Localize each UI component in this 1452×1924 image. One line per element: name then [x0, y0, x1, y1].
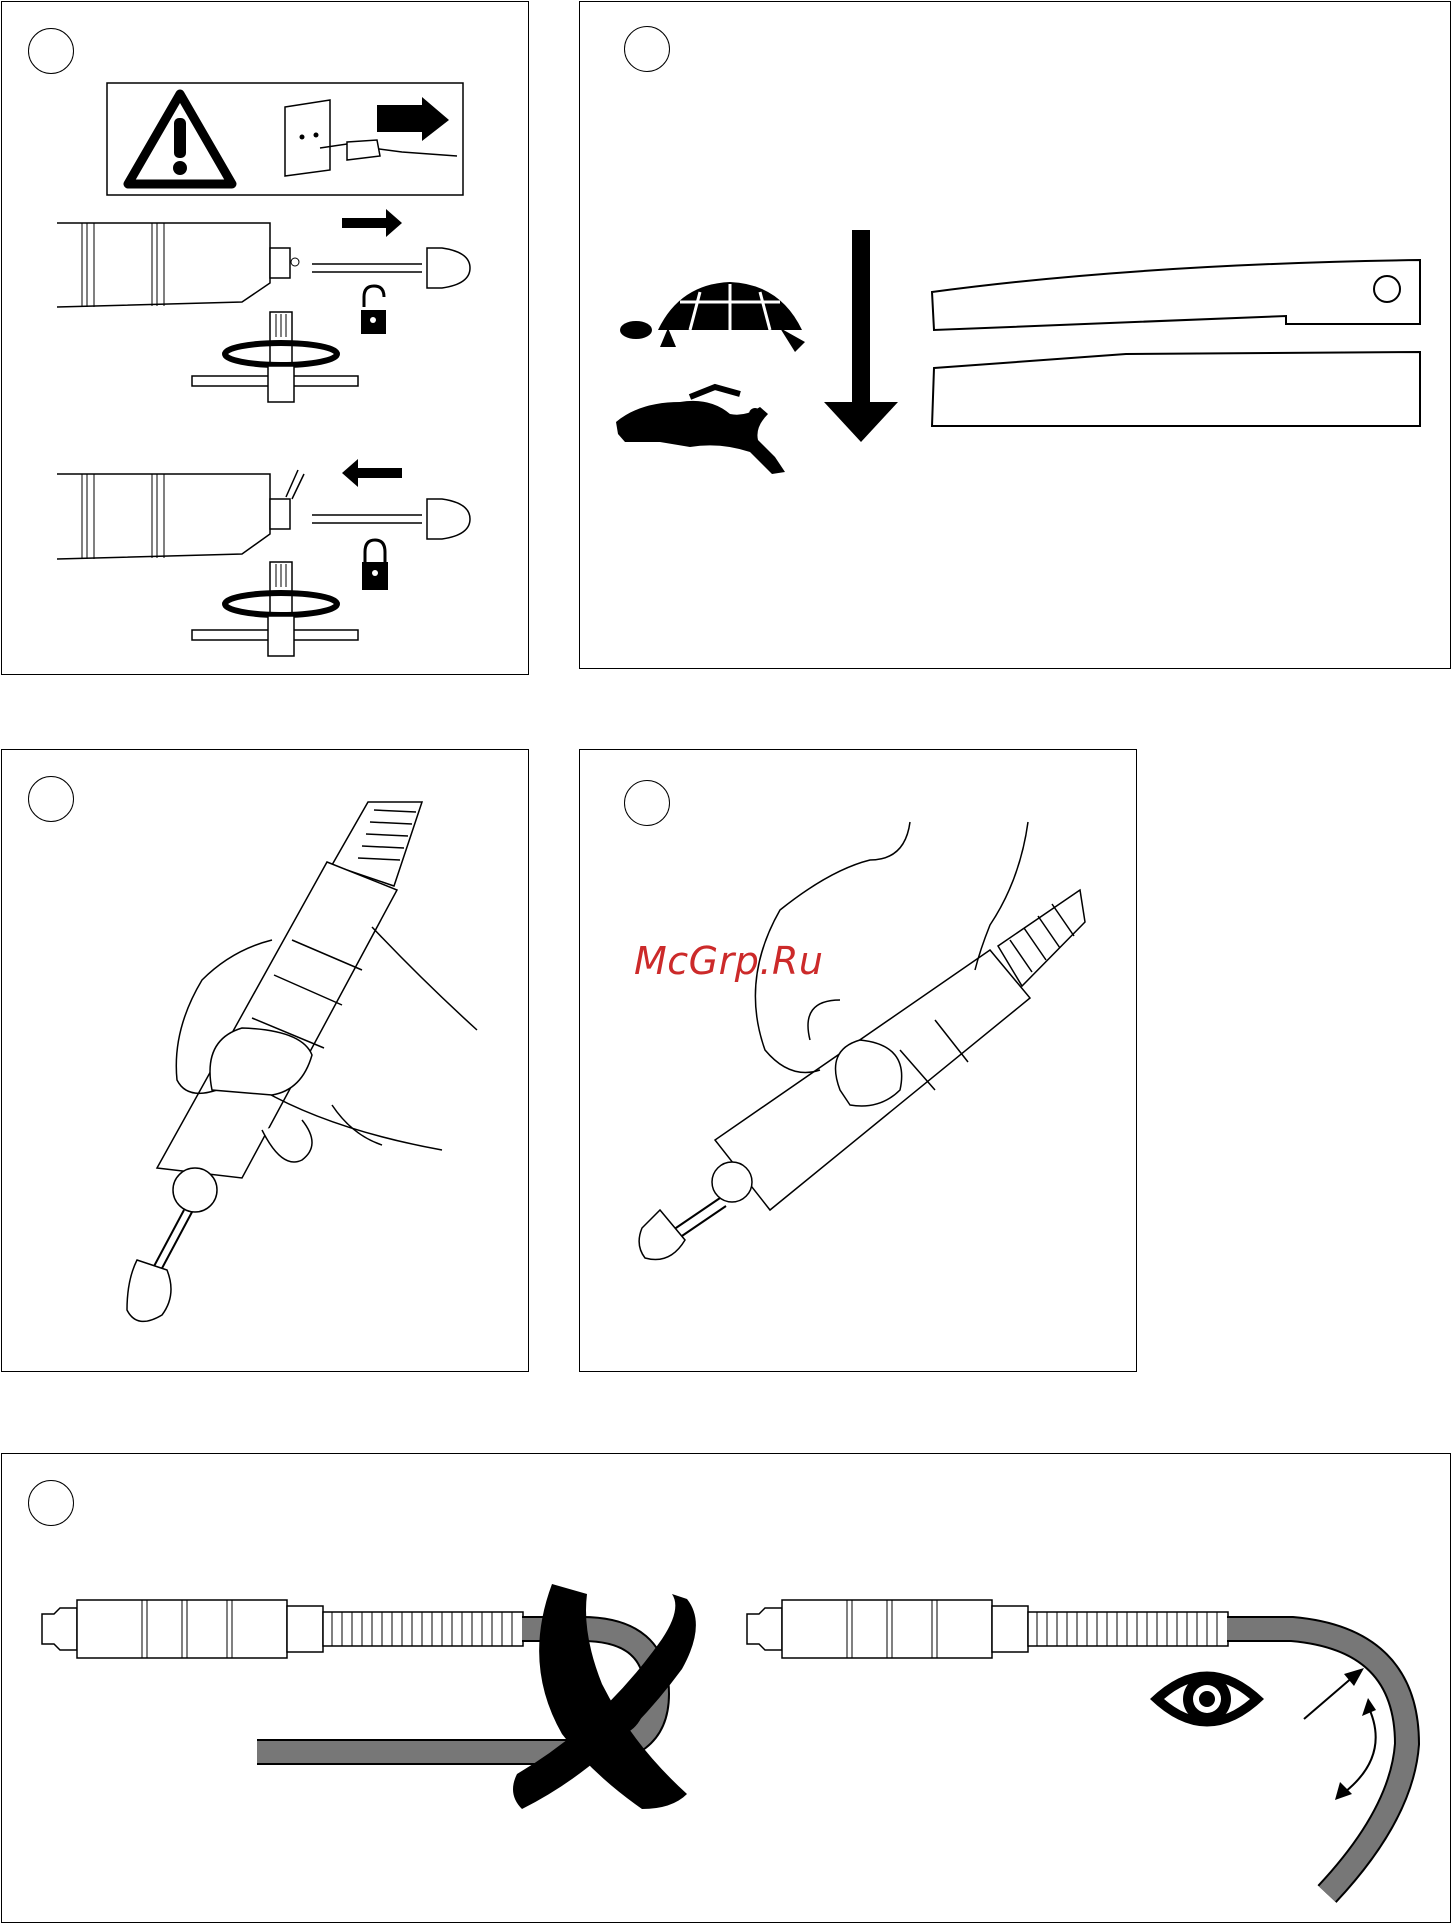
panel-overhand-grip: McGrp.Ru: [579, 749, 1137, 1372]
foot-pedal: [932, 260, 1420, 426]
chuck-key-icon-2: [192, 562, 358, 656]
bent-shaft: [1227, 1629, 1407, 1894]
panel-pen-grip: [1, 749, 529, 1372]
panel-chuck-change: [1, 1, 529, 675]
overhand-grip-illustration: [580, 750, 1138, 1373]
turtle-icon: [620, 282, 805, 352]
panel-shaft-bending: [1, 1453, 1451, 1923]
lock-icon: [362, 540, 388, 590]
shaft-bending-illustration: [2, 1454, 1452, 1924]
unlock-icon: [361, 286, 386, 334]
handpiece-open: [57, 209, 470, 307]
handpiece-left: [42, 1600, 523, 1658]
chuck-change-illustration: [2, 2, 530, 676]
handpiece-closed: [57, 459, 470, 559]
handpiece-right: [747, 1600, 1228, 1658]
speed-pedal-illustration: [580, 2, 1452, 670]
handpiece: [639, 950, 1030, 1260]
chuck-key-icon: [192, 312, 358, 402]
pen-grip-illustration: [2, 750, 530, 1373]
bend-arrow-icon: [1304, 1668, 1376, 1800]
eye-icon: [1150, 1672, 1264, 1727]
down-arrow-icon: [824, 230, 898, 442]
hare-icon: [616, 387, 785, 474]
panel-speed-pedal: [579, 1, 1451, 669]
flexible-shaft: [998, 890, 1085, 986]
